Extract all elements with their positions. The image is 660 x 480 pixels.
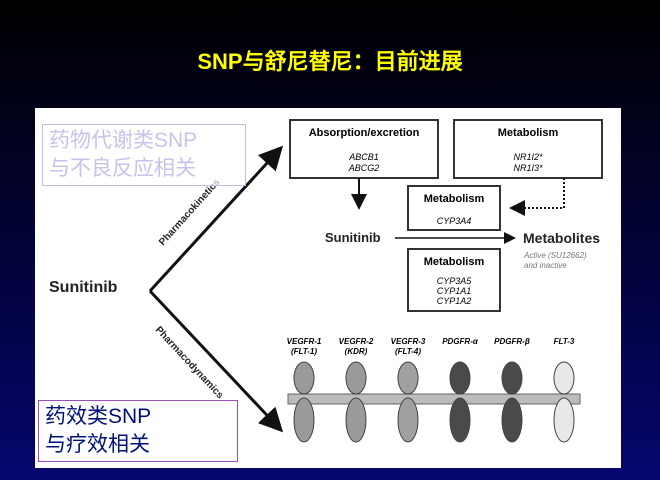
- receptor-domain: [501, 361, 523, 395]
- svg-text:CYP3A5: CYP3A5: [437, 276, 473, 286]
- pd-annotation-line: 药效类SNP: [45, 405, 152, 428]
- receptor-pdgfr-α: PDGFR-α: [442, 337, 479, 443]
- pk-label: Pharmacokinetics: [157, 177, 223, 248]
- receptor-name: VEGFR-1: [287, 337, 322, 346]
- svg-text:NR1I3*: NR1I3*: [513, 163, 543, 173]
- svg-text:Metabolism: Metabolism: [498, 127, 559, 139]
- receptor-domain: [397, 397, 419, 443]
- receptor-domain: [449, 397, 471, 443]
- receptor-pdgfr-β: PDGFR-β: [494, 337, 530, 443]
- receptor-flt-3: FLT-3: [553, 337, 575, 443]
- receptor-alt-name: (FLT-4): [395, 347, 421, 356]
- svg-text:CYP3A4: CYP3A4: [437, 216, 472, 226]
- pd-snp-annotation: 药效类SNP 与疗效相关: [38, 400, 238, 462]
- receptor-name: FLT-3: [554, 337, 575, 346]
- metabolism-box-cyp3a4: Metabolism CYP3A4: [407, 185, 501, 231]
- absorption-box: Absorption/excretion ABCB1 ABCG2: [289, 119, 439, 179]
- receptor-vegfr-3: VEGFR-3(FLT-4): [391, 337, 426, 443]
- receptor-domain: [293, 397, 315, 443]
- receptor-name: PDGFR-α: [442, 337, 479, 346]
- metabolism-box-nr1: Metabolism NR1I2* NR1I3*: [453, 119, 603, 179]
- receptor-domain: [293, 361, 315, 395]
- receptor-domain: [345, 397, 367, 443]
- receptor-domain: [449, 361, 471, 395]
- svg-text:ABCG2: ABCG2: [348, 163, 380, 173]
- receptor-name: VEGFR-2: [339, 337, 374, 346]
- receptor-domain: [553, 361, 575, 395]
- receptor-domain: [553, 397, 575, 443]
- pd-annotation-line: 与疗效相关: [45, 433, 150, 456]
- svg-text:ABCB1: ABCB1: [348, 152, 379, 162]
- pk-snp-annotation: 药物代谢类SNP 与不良反应相关: [42, 124, 246, 186]
- sunitinib-pathway-diagram: Sunitinib Pharmacokinetics Pharmacodynam…: [49, 119, 603, 443]
- receptor-name: PDGFR-β: [494, 337, 530, 346]
- receptor-alt-name: (FLT-1): [291, 347, 317, 356]
- svg-text:Metabolism: Metabolism: [424, 256, 485, 268]
- metabolites-note: and inactive: [524, 261, 567, 270]
- pk-annotation-line: 药物代谢类SNP: [49, 129, 198, 152]
- receptor-domain: [501, 397, 523, 443]
- svg-text:CYP1A1: CYP1A1: [437, 286, 472, 296]
- metabolites-note: Active (SU12662): [523, 251, 587, 260]
- svg-text:Metabolism: Metabolism: [424, 193, 485, 205]
- pd-arrow: [148, 289, 284, 433]
- slide-title: SNP与舒尼替尼：目前进展: [197, 49, 463, 74]
- receptor-domain: [345, 361, 367, 395]
- receptor-alt-name: (KDR): [345, 347, 368, 356]
- receptor-vegfr-2: VEGFR-2(KDR): [339, 337, 374, 443]
- receptor-domain: [397, 361, 419, 395]
- metabolites-label: Metabolites: [523, 230, 600, 246]
- center-drug: Sunitinib: [325, 230, 381, 245]
- svg-text:NR1I2*: NR1I2*: [513, 152, 543, 162]
- svg-text:CYP1A2: CYP1A2: [437, 296, 472, 306]
- drug-label: Sunitinib: [49, 279, 118, 296]
- receptor-vegfr-1: VEGFR-1(FLT-1): [287, 337, 322, 443]
- pd-label: Pharmacodynamics: [153, 325, 226, 402]
- receptor-name: VEGFR-3: [391, 337, 426, 346]
- metabolism-box-cyp3a5: Metabolism CYP3A5 CYP1A1 CYP1A2: [407, 248, 501, 312]
- pk-annotation-line: 与不良反应相关: [49, 157, 196, 180]
- pk-arrow: [148, 145, 284, 293]
- receptor-row: VEGFR-1(FLT-1) VEGFR-2(KDR) VEGFR-3(FLT-4)…: [287, 337, 581, 443]
- svg-text:Absorption/excretion: Absorption/excretion: [309, 127, 420, 139]
